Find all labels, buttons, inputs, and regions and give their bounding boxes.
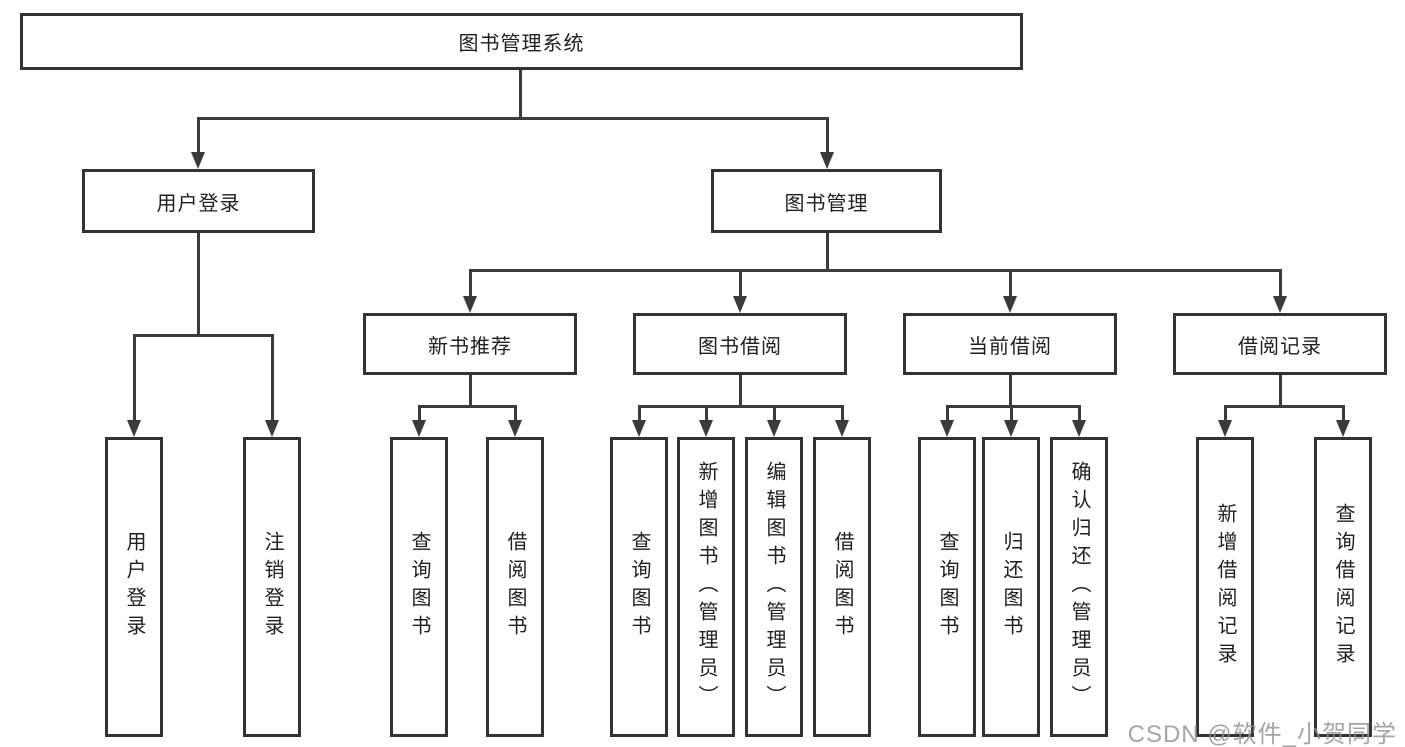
node-current-borrowing: 当前借阅 (903, 313, 1117, 375)
arrow-down-icon (835, 420, 849, 437)
arrow-down-icon (127, 420, 141, 437)
connector-line (1279, 375, 1282, 408)
leaf-borrowing-query-books-label: 查询图书 (628, 531, 650, 643)
node-book-borrowing: 图书借阅 (633, 313, 847, 375)
connector-line (705, 405, 708, 421)
arrow-down-icon (265, 420, 279, 437)
connector-line (1010, 405, 1013, 421)
connector-line (739, 269, 742, 298)
arrow-down-icon (1003, 296, 1017, 313)
arrow-down-icon (1072, 420, 1086, 437)
arrow-down-icon (767, 420, 781, 437)
arrow-down-icon (699, 420, 713, 437)
connector-line (773, 405, 776, 421)
leaf-query-borrow-record: 查询借阅记录 (1314, 437, 1372, 737)
leaf-add-book-admin: 新增图书（管理员） (677, 437, 735, 737)
leaf-current-query-books: 查询图书 (918, 437, 976, 737)
node-book-management: 图书管理 (711, 169, 942, 233)
node-book-borrowing-label: 图书借阅 (698, 335, 782, 358)
arrow-down-icon (463, 296, 477, 313)
connector-line (133, 334, 274, 337)
arrow-down-icon (820, 152, 834, 169)
leaf-user-login-label: 用户登录 (123, 531, 145, 643)
node-user-login-label: 用户登录 (156, 192, 241, 215)
connector-line (469, 269, 472, 298)
connector-line (1078, 405, 1081, 421)
connector-line (271, 334, 274, 421)
connector-line (197, 233, 200, 337)
arrow-down-icon (191, 152, 205, 169)
connector-line (638, 405, 844, 408)
arrow-down-icon (508, 420, 522, 437)
leaf-newbook-borrow-books: 借阅图书 (486, 437, 544, 737)
connector-line (469, 375, 472, 408)
connector-line (946, 405, 949, 421)
node-root-label: 图书管理系统 (458, 33, 585, 55)
connector-line (1279, 269, 1282, 298)
connector-line (946, 405, 1081, 408)
leaf-borrowing-borrow-books: 借阅图书 (813, 437, 871, 737)
connector-line (1224, 405, 1345, 408)
node-new-book-recommend-label: 新书推荐 (428, 335, 512, 358)
connector-line (418, 405, 517, 408)
connector-line (519, 68, 522, 119)
arrow-down-icon (940, 420, 954, 437)
arrow-down-icon (412, 420, 426, 437)
arrow-down-icon (733, 296, 747, 313)
leaf-return-books: 归还图书 (982, 437, 1040, 737)
leaf-newbook-borrow-books-label: 借阅图书 (504, 531, 526, 643)
connector-line (133, 334, 136, 421)
connector-line (826, 117, 829, 155)
connector-line (1009, 375, 1012, 408)
connector-line (1009, 269, 1012, 298)
node-user-login: 用户登录 (82, 169, 315, 233)
leaf-edit-book-admin-label: 编辑图书（管理员） (763, 461, 785, 713)
leaf-add-borrow-record: 新增借阅记录 (1196, 437, 1254, 737)
node-borrowing-records: 借阅记录 (1173, 313, 1387, 375)
leaf-add-borrow-record-label: 新增借阅记录 (1214, 503, 1236, 671)
leaf-add-book-admin-label: 新增图书（管理员） (695, 461, 717, 713)
connector-line (638, 405, 641, 421)
arrow-down-icon (1273, 296, 1287, 313)
arrow-down-icon (1004, 420, 1018, 437)
node-borrowing-records-label: 借阅记录 (1238, 335, 1322, 358)
connector-line (826, 233, 829, 272)
leaf-confirm-return-admin-label: 确认归还（管理员） (1068, 461, 1090, 713)
node-book-management-label: 图书管理 (784, 192, 869, 215)
leaf-edit-book-admin: 编辑图书（管理员） (745, 437, 803, 737)
leaf-query-borrow-record-label: 查询借阅记录 (1332, 503, 1354, 671)
node-current-borrowing-label: 当前借阅 (968, 335, 1052, 358)
node-root: 图书管理系统 (20, 13, 1023, 70)
arrow-down-icon (632, 420, 646, 437)
leaf-user-login: 用户登录 (105, 437, 163, 737)
leaf-borrowing-query-books: 查询图书 (610, 437, 668, 737)
leaf-borrowing-borrow-books-label: 借阅图书 (831, 531, 853, 643)
node-new-book-recommend: 新书推荐 (363, 313, 577, 375)
connector-line (514, 405, 517, 421)
connector-line (1342, 405, 1345, 421)
leaf-logout-login-label: 注销登录 (261, 531, 283, 643)
connector-line (469, 269, 1282, 272)
connector-line (418, 405, 421, 421)
leaf-newbook-query-books-label: 查询图书 (408, 531, 430, 643)
connector-line (197, 117, 200, 155)
arrow-down-icon (1218, 420, 1232, 437)
leaf-current-query-books-label: 查询图书 (936, 531, 958, 643)
leaf-newbook-query-books: 查询图书 (390, 437, 448, 737)
arrow-down-icon (1336, 420, 1350, 437)
connector-line (1224, 405, 1227, 421)
connector-line (841, 405, 844, 421)
leaf-return-books-label: 归还图书 (1000, 531, 1022, 643)
leaf-confirm-return-admin: 确认归还（管理员） (1050, 437, 1108, 737)
connector-line (197, 117, 829, 120)
connector-line (739, 375, 742, 408)
leaf-logout-login: 注销登录 (243, 437, 301, 737)
csdn-watermark: CSDN @软件_小贺同学 (1127, 721, 1397, 747)
